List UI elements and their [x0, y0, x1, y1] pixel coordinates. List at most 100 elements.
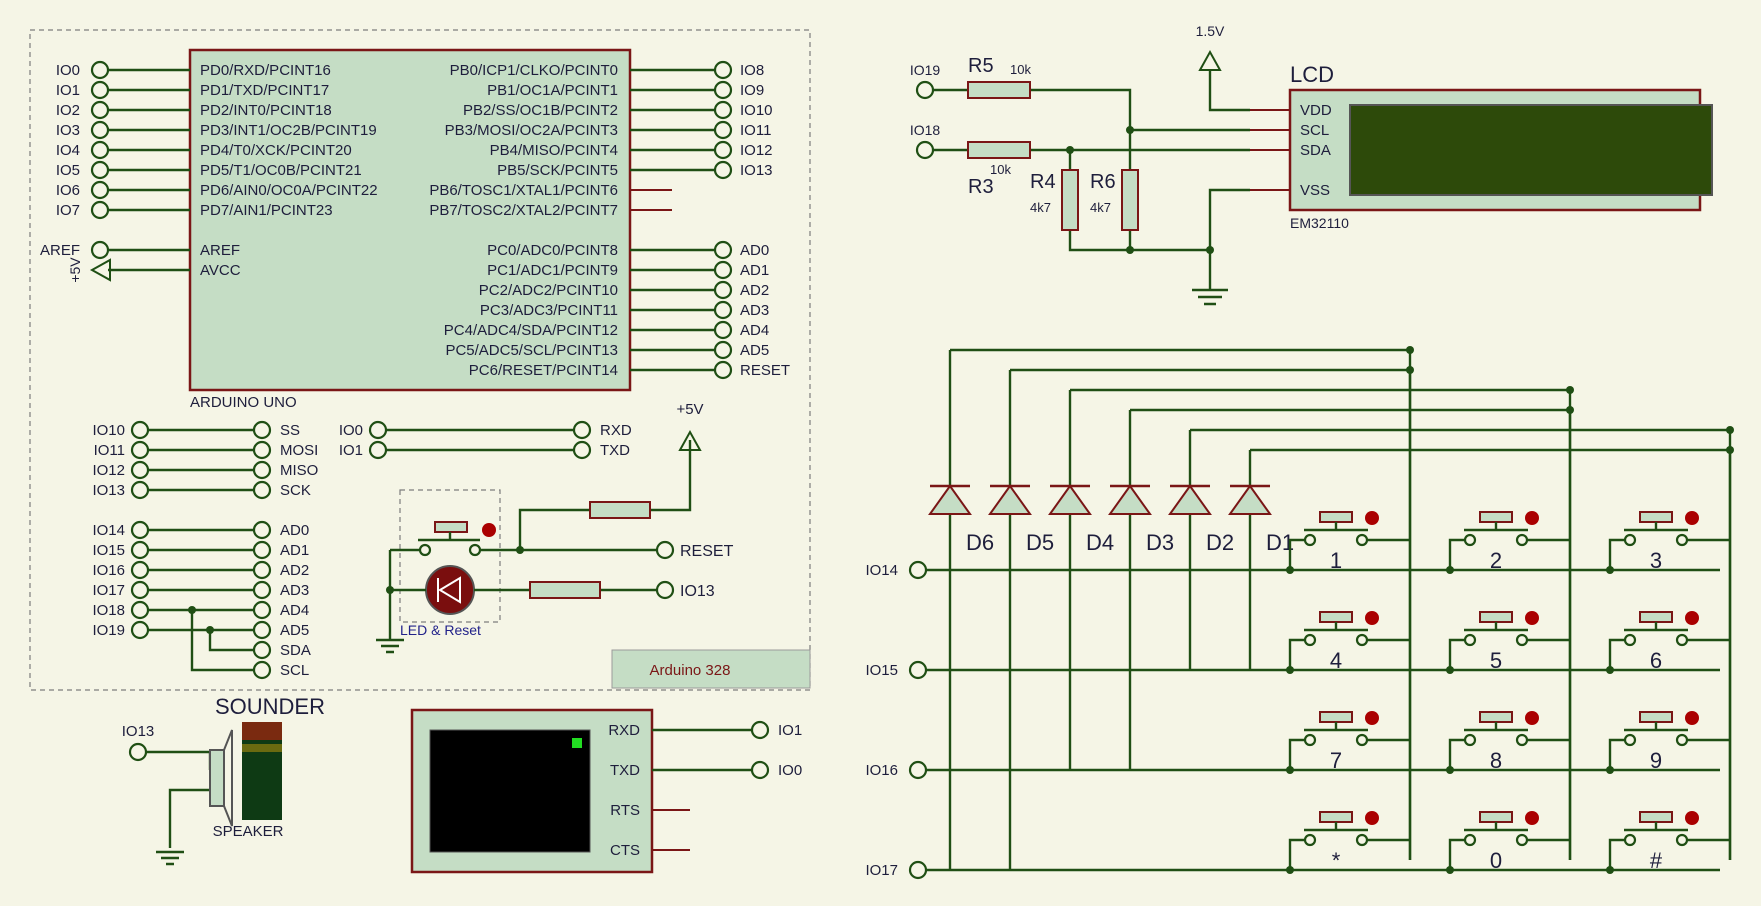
alias-left-label: IO19 — [92, 622, 125, 639]
chip-right-pin: PC2/ADC2/PCINT10 — [479, 282, 618, 299]
alias-left-label: IO13 — [92, 482, 125, 499]
lcd-net-io18: IO18 — [910, 122, 941, 138]
terminal-net-label: IO1 — [778, 722, 802, 739]
diode-bus-wire — [950, 348, 1412, 860]
junction — [386, 586, 394, 594]
keypad-key[interactable]: 9 — [1606, 711, 1730, 774]
keypad-key[interactable]: 2 — [1446, 511, 1570, 574]
alias-terminal-right — [252, 620, 272, 640]
chip-left-pin: PD6/AIN0/OC0A/PCINT22 — [200, 182, 378, 199]
key-cap — [1479, 811, 1513, 823]
resistor-r4 — [1061, 169, 1079, 231]
keypad-key[interactable]: 6 — [1606, 611, 1730, 674]
key-pin-a — [1303, 733, 1317, 747]
alias-terminal-left — [130, 560, 150, 580]
chip-right-terminal — [713, 240, 733, 260]
alias-terminal-left — [130, 580, 150, 600]
keypad-key[interactable]: 0 — [1446, 811, 1570, 874]
resistor-r3 — [967, 141, 1031, 159]
key-label: 1 — [1330, 548, 1342, 573]
key-cap — [1639, 611, 1673, 623]
junction — [1406, 346, 1414, 354]
key-label: * — [1332, 848, 1341, 873]
avcc-pin: AVCC — [200, 262, 241, 279]
r3-ref: R3 — [968, 176, 994, 198]
speaker-cone-icon — [223, 729, 233, 827]
io18-terminal — [915, 140, 935, 160]
chip-right-net: AD2 — [740, 282, 769, 299]
key-indicator-icon — [1365, 611, 1379, 625]
keypad-key[interactable]: 4 — [1286, 611, 1410, 674]
key-cap — [1479, 511, 1513, 523]
chip-right-pin: PB5/SCK/PCINT5 — [497, 162, 618, 179]
key-contact — [1464, 522, 1528, 532]
keypad-key[interactable]: 1 — [1286, 511, 1410, 574]
alias-terminal-left — [130, 440, 150, 460]
chip-left-net: IO1 — [56, 82, 80, 99]
alias-left-label: IO10 — [92, 422, 125, 439]
alias-terminal-right — [572, 440, 592, 460]
speaker-bar-mid — [242, 744, 282, 752]
chip-right-net: AD3 — [740, 302, 769, 319]
junction — [1446, 866, 1454, 874]
lcd-net-io19: IO19 — [910, 62, 941, 78]
junction — [1206, 246, 1214, 254]
chip-right-net: AD5 — [740, 342, 769, 359]
terminal-pin-label: RTS — [610, 802, 640, 819]
alias-left-label: IO15 — [92, 542, 125, 559]
board-label-box — [611, 649, 811, 689]
keypad-key[interactable]: # — [1606, 811, 1730, 874]
chip-right-pin: PB6/TOSC1/XTAL1/PCINT6 — [429, 182, 618, 199]
lcd-supply-label: 1.5V — [1196, 23, 1225, 39]
key-pin-b — [1515, 533, 1529, 547]
keypad-key[interactable]: 3 — [1606, 511, 1730, 574]
chip-right-terminal — [713, 260, 733, 280]
chip-right-net: IO11 — [740, 122, 771, 139]
terminal-net-label: IO0 — [778, 762, 802, 779]
keypad-key[interactable]: * — [1286, 811, 1410, 874]
diode-icon — [988, 484, 1032, 515]
terminal-screen — [429, 729, 591, 853]
chip-left-pin: PD0/RXD/PCINT16 — [200, 62, 331, 79]
lcd-pin-label: VSS — [1300, 182, 1330, 199]
lcd-pin-label: VDD — [1300, 102, 1332, 119]
reset-button-pin-a — [418, 543, 432, 557]
chip-right-terminal — [713, 320, 733, 340]
key-label: # — [1650, 848, 1663, 873]
keypad-key[interactable]: 5 — [1446, 611, 1570, 674]
alias-left-label: IO12 — [92, 462, 125, 479]
chip-left-pin: PD7/AIN1/PCINT23 — [200, 202, 333, 219]
alias-left-label: IO1 — [339, 442, 363, 459]
reset-net-label: RESET — [680, 543, 734, 560]
key-contact — [1624, 822, 1688, 832]
key-contact — [1624, 522, 1688, 532]
key-pin-b — [1675, 833, 1689, 847]
junction — [1446, 566, 1454, 574]
board-label: Arduino 328 — [650, 662, 731, 679]
alias-terminal-right — [252, 480, 272, 500]
key-wire — [1448, 638, 1570, 670]
terminal-net-terminal — [750, 760, 770, 780]
diode-bus-wire — [1130, 408, 1572, 860]
key-pin-a — [1303, 833, 1317, 847]
alias-terminal-left — [130, 540, 150, 560]
chip-right-pin: PC6/RESET/PCINT14 — [469, 362, 618, 379]
keypad-key[interactable]: 7 — [1286, 711, 1410, 774]
keypad-key[interactable]: 8 — [1446, 711, 1570, 774]
led-diode-icon — [438, 576, 461, 604]
key-label: 8 — [1490, 748, 1502, 773]
key-cap — [1479, 611, 1513, 623]
r6-value: 4k7 — [1090, 200, 1111, 215]
chip-right-net: IO8 — [740, 62, 764, 79]
alias-terminal-left — [130, 480, 150, 500]
chip-right-net: RESET — [740, 362, 790, 379]
reset-button-indicator — [482, 523, 496, 537]
alias-left-label: IO11 — [94, 442, 125, 459]
junction — [1286, 766, 1294, 774]
chip-left-net: IO2 — [56, 102, 80, 119]
key-wire — [1288, 638, 1410, 670]
junction — [1606, 666, 1614, 674]
led-resistor — [529, 581, 601, 599]
junction — [1286, 666, 1294, 674]
